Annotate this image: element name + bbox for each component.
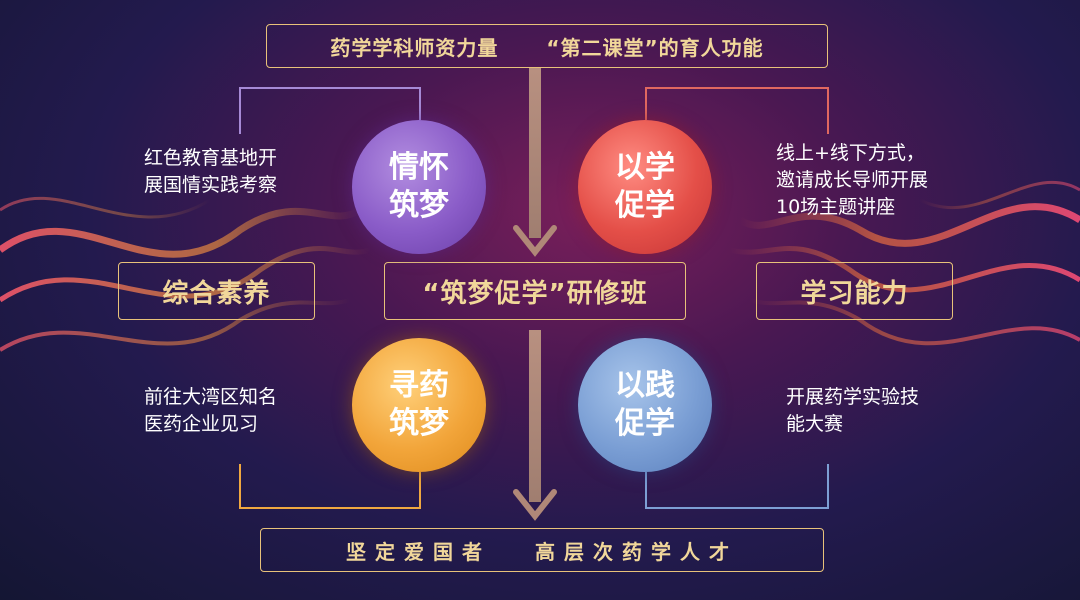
circle-seek-medicine-dream: 寻药 筑梦 [352,338,486,472]
circle-line1: 寻药 [389,368,449,403]
description-line: 前往大湾区知名 [144,386,278,408]
down-arrow-lower [513,330,557,521]
circle-learn-promote: 以学 促学 [578,120,712,254]
connector-line-orange [239,464,421,509]
top-banner: 药学学科师资力量 “第二课堂”的育人功能 [266,24,828,68]
circle-line1: 以学 [615,150,675,185]
center-box-class-title: “筑梦促学”研修班 [384,262,686,320]
circle-line2: 筑梦 [389,406,449,441]
circle-practice-promote: 以践 促学 [578,338,712,472]
right-box-learning-ability: 学习能力 [756,262,953,320]
description-red-education: 红色教育基地开 展国情实践考察 [144,145,277,199]
description-line: 10场主题讲座 [776,196,896,218]
circle-line2: 促学 [615,406,675,441]
description-line: 能大赛 [786,413,844,435]
description-skills-contest: 开展药学实验技 能大赛 [786,384,919,438]
circle-line1: 情怀 [389,150,449,185]
description-line: 邀请成长导师开展 [776,169,929,191]
description-internship: 前往大湾区知名 医药企业见习 [144,384,277,438]
connector-line-blue [645,464,829,509]
description-line: 展国情实践考察 [144,174,278,196]
circle-line1: 以践 [615,368,675,403]
top-banner-right: “第二课堂”的育人功能 [546,35,764,60]
bottom-banner: 坚定爱国者 高层次药学人才 [260,528,824,572]
connector-line-purple [239,87,421,134]
top-banner-left: 药学学科师资力量 [330,35,499,60]
description-line: 医药企业见习 [144,413,259,435]
connector-line-red [645,87,829,134]
down-arrow-upper [513,68,557,257]
description-line: 线上+线下方式， [776,142,925,164]
circle-line2: 促学 [615,188,675,223]
description-lectures: 线上+线下方式， 邀请成长导师开展 10场主题讲座 [776,140,928,221]
description-line: 红色教育基地开 [144,147,278,169]
circle-line2: 筑梦 [389,188,449,223]
description-line: 开展药学实验技 [786,386,920,408]
circle-patriotism-dream: 情怀 筑梦 [352,120,486,254]
bottom-banner-left: 坚定爱国者 [346,539,491,564]
bottom-banner-right: 高层次药学人才 [535,539,738,564]
left-box-comprehensive-quality: 综合素养 [118,262,315,320]
